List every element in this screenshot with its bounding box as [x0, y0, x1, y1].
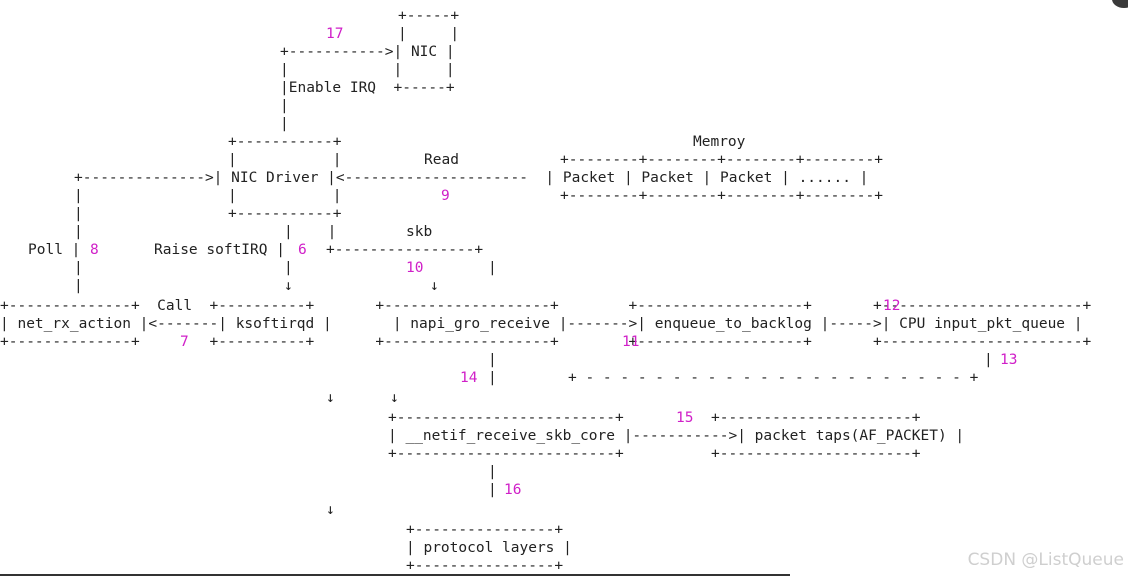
step-17-label: 17 — [326, 26, 344, 42]
diagram-line-row-351a: | — [488, 352, 497, 368]
diagram-line-row-351b: | — [984, 352, 993, 368]
diagram-line-proto-top: +----------------+ — [406, 522, 564, 538]
diagram-line-poll: Poll | — [28, 242, 81, 258]
step-6-label: 6 — [298, 242, 307, 258]
step-8-label: 8 — [90, 242, 99, 258]
diagram-line-row-277a: | — [74, 278, 83, 294]
diagram-line-row-277c: ↓ — [430, 278, 439, 294]
watermark: CSDN @ListQueue — [967, 550, 1124, 570]
bottom-divider — [0, 574, 790, 576]
step-10-label: 10 — [406, 260, 424, 276]
diagram-line-skb: skb — [406, 224, 433, 240]
diagram-line-row-481: | — [488, 482, 497, 498]
window-corner-button[interactable] — [1112, 0, 1128, 8]
diagram-line-row-389b: ↓ — [390, 390, 399, 406]
diagram-line-dashed: + - - - - - - - - - - - - - - - - - - - … — [568, 370, 979, 386]
step-13-label: 13 — [1000, 352, 1018, 368]
diagram-line-drv-bot: +-----------+ — [228, 206, 342, 222]
step-12-label: 12 — [883, 298, 901, 314]
diagram-line-mem-bot: +--------+--------+--------+--------+ — [560, 188, 884, 204]
diagram-line-arrow-17: +----------->| NIC | — [280, 44, 455, 60]
diagram-line-skb-line: +----------------+ — [326, 242, 484, 258]
step-9-label: 9 — [441, 188, 450, 204]
diagram-line-row-259a: | — [74, 260, 83, 276]
diagram-line-memroy: Memroy — [693, 134, 746, 150]
diagram-line-boxes-bot: +--------------+ +----------+ +---------… — [0, 334, 1092, 350]
diagram-line-row-389a: ↓ — [326, 390, 335, 406]
diagram-line-row-369a: | — [488, 370, 497, 386]
diagram-line-row-115: | — [280, 116, 289, 132]
diagram-line-enable-irq: |Enable IRQ +-----+ — [280, 80, 455, 96]
step-15-label: 15 — [676, 410, 694, 426]
diagram-line-read: Read — [424, 152, 459, 168]
diagram-line-row-501: ↓ — [326, 502, 335, 518]
diagram-line-drv-row1: | | — [228, 152, 342, 168]
diagram-line-proto-bot: +----------------+ — [406, 558, 564, 574]
diagram-line-row-187a: | — [74, 188, 83, 204]
diagram-line-core-top: +-------------------------+ +-----------… — [388, 410, 921, 426]
diagram-line-core-bot: +-------------------------+ +-----------… — [388, 446, 921, 462]
diagram-line-nic-top: +-----+ — [398, 8, 460, 24]
diagram-line-row-259b: | — [284, 260, 293, 276]
diagram-line-proto-mid: | protocol layers | — [406, 540, 572, 556]
diagram-line-row-277b: ↓ — [284, 278, 293, 294]
diagram-line-boxes-mid: | net_rx_action |<-------| ksoftirqd | |… — [0, 316, 1083, 332]
diagram-line-core-mid: | __netif_receive_skb_core |----------->… — [388, 428, 965, 444]
diagram-line-row-205a: | — [74, 206, 83, 222]
diagram-line-row-259c: | — [488, 260, 497, 276]
diagram-line-nic-row1: | | — [398, 26, 460, 42]
diagram-line-mem-top: +--------+--------+--------+--------+ — [560, 152, 884, 168]
diagram-line-row-97: | — [280, 98, 289, 114]
diagram-line-poll-arrow: +-------------->| NIC Driver |<---------… — [74, 170, 869, 186]
diagram-line-row-223b: | | — [284, 224, 337, 240]
diagram-line-row-463: | — [488, 464, 497, 480]
diagram-line-row-187b: | | — [228, 188, 342, 204]
step-11-label: 11 — [622, 334, 640, 350]
step-14-label: 14 — [460, 370, 478, 386]
diagram-line-row-61: | | | — [280, 62, 455, 78]
step-7-label: 7 — [180, 334, 189, 350]
diagram-line-boxes-top: +--------------+ Call +----------+ +----… — [0, 298, 1092, 314]
step-16-label: 16 — [504, 482, 522, 498]
diagram-line-row-223a: | — [74, 224, 83, 240]
diagram-line-drv-top: +-----------+ — [228, 134, 342, 150]
diagram-line-raise: Raise softIRQ | — [154, 242, 285, 258]
